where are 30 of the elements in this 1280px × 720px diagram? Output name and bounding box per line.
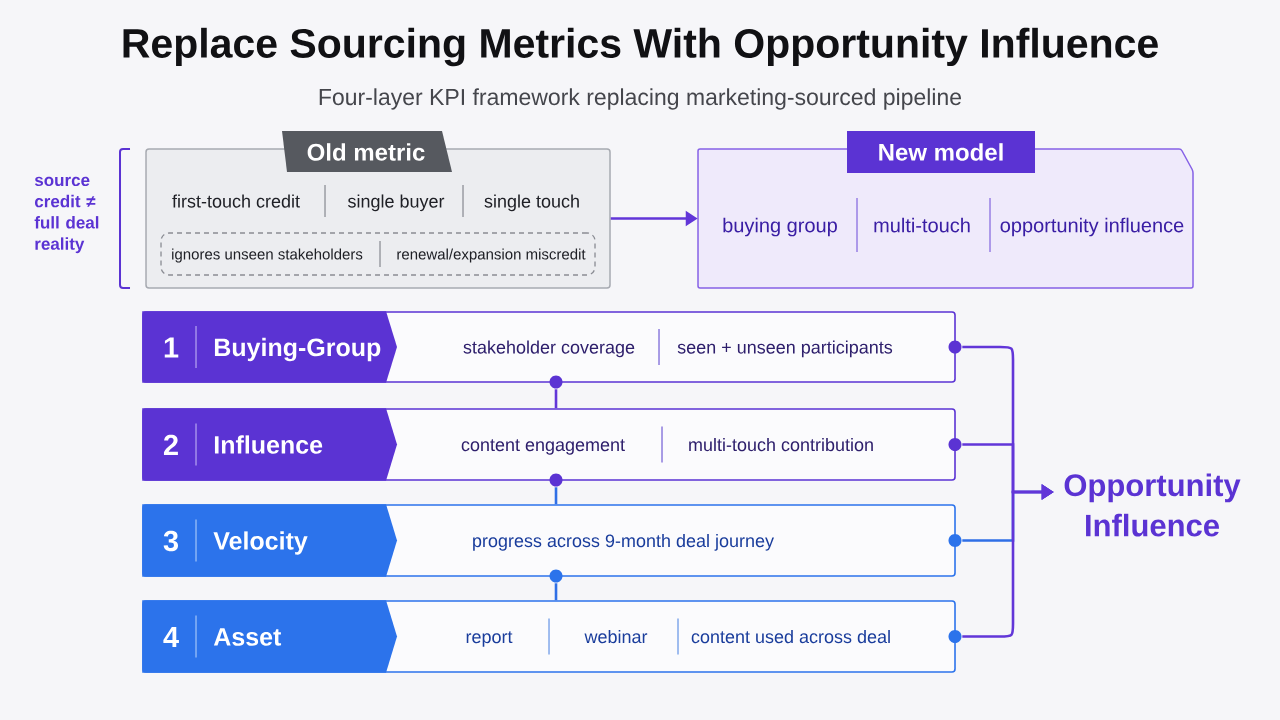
metric-label: first-touch credit <box>172 194 300 208</box>
heading-tab: New model <box>847 131 1035 173</box>
metric-label: content engagement <box>461 439 625 455</box>
metric-label: content used across deal <box>691 629 890 644</box>
layer-number: 4 <box>163 627 179 647</box>
metric-label: buying group <box>723 217 837 237</box>
metric-label: progress across 9-month deal journey <box>473 533 774 551</box>
layer-name: Influence <box>214 435 323 454</box>
layer-number: 2 <box>163 434 178 455</box>
layer-name: Velocity <box>213 531 308 555</box>
layer-name: Buying-Group <box>214 337 381 362</box>
layer-number: 3 <box>163 530 179 552</box>
heading-tab: Old metric <box>282 131 452 172</box>
metric-label: ignores unseen stakeholders <box>172 248 363 263</box>
subtitle: Four-layer KPI framework replacing marketing-sourced pipeline <box>319 88 961 110</box>
metric-label: opportunity influence <box>1000 217 1184 237</box>
title: Replace Sourcing Metrics With Opportunity Influence <box>123 27 1158 67</box>
metric-label: single buyer <box>348 194 445 212</box>
metric-label: report <box>466 631 513 647</box>
layer-name: Asset <box>213 628 282 646</box>
result-label: Opportunity Influence <box>1064 473 1241 537</box>
layer-number: 1 <box>164 337 179 358</box>
metric-label: single touch <box>484 194 579 212</box>
metric-label: webinar <box>584 629 648 644</box>
metric-label: multi-touch <box>874 217 970 233</box>
side-note: source credit ≠ full deal reality <box>34 176 99 254</box>
metric-label: seen + unseen participants <box>677 340 893 358</box>
metric-label: multi-touch contribution <box>689 437 873 452</box>
metric-label: renewal/expansion miscredit <box>397 248 586 263</box>
metric-label: stakeholder coverage <box>463 340 635 358</box>
